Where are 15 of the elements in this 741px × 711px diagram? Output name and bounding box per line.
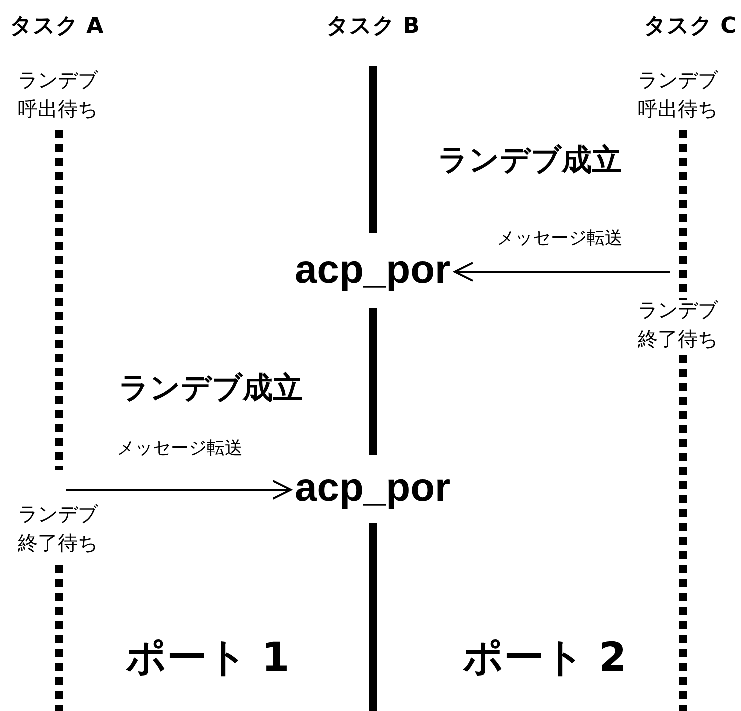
rendezvous-label: ランデブ成立 [438, 143, 622, 179]
task-label: タスク A [10, 14, 104, 40]
arrow [66, 480, 292, 500]
port-label: ポート 2 [463, 634, 627, 682]
rendezvous-label: ランデブ成立 [119, 371, 303, 407]
state-label: ランデブ終了待ち [18, 501, 100, 557]
state-label: ランデブ終了待ち [638, 297, 720, 353]
state-label: ランデブ呼出待ち [638, 67, 720, 123]
task-label: タスク C [644, 14, 737, 40]
port-call-text: acp_por [295, 248, 451, 292]
state-label: ランデブ呼出待ち [18, 67, 100, 123]
port-call-text: acp_por [295, 466, 451, 510]
arrow [454, 262, 670, 282]
task-label: タスク B [326, 14, 420, 40]
port-label: ポート 1 [126, 634, 290, 682]
